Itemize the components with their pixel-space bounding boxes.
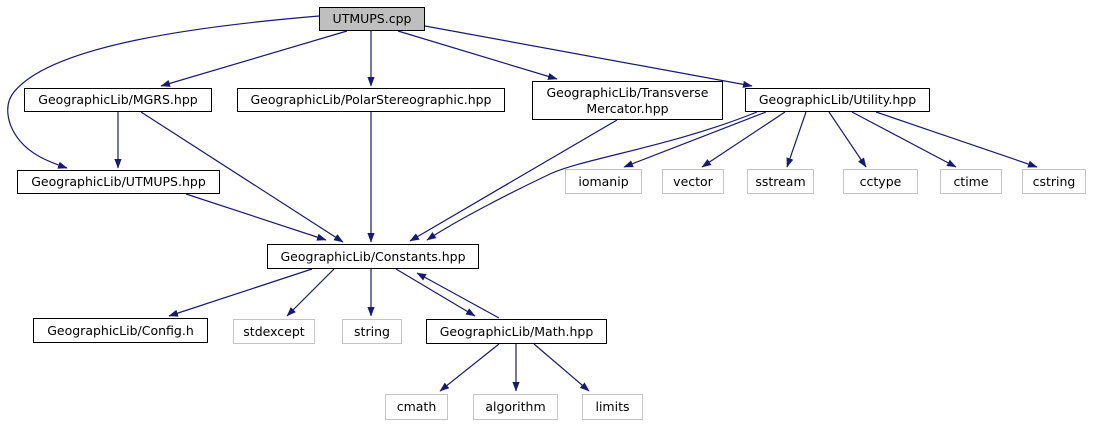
node-vector: vector xyxy=(662,169,724,194)
node-transversemercator-hpp[interactable]: GeographicLib/Transverse Mercator.hpp xyxy=(532,81,723,120)
node-cmath: cmath xyxy=(385,394,448,420)
node-config-h[interactable]: GeographicLib/Config.h xyxy=(33,318,208,343)
node-utility-hpp[interactable]: GeographicLib/Utility.hpp xyxy=(745,88,930,112)
node-mgrs-hpp[interactable]: GeographicLib/MGRS.hpp xyxy=(24,88,212,112)
node-string: string xyxy=(342,319,402,344)
node-cctype: cctype xyxy=(843,169,918,194)
edge-utility-ctime xyxy=(851,111,957,168)
node-cstring: cstring xyxy=(1022,169,1086,194)
edge-utmups_cpp-mgrs xyxy=(160,30,348,87)
edge-utility-cstring xyxy=(875,111,1038,168)
node-stdexcept: stdexcept xyxy=(233,319,315,344)
edge-math-limits xyxy=(533,343,590,392)
node-polarstereographic-hpp[interactable]: GeographicLib/PolarStereographic.hpp xyxy=(237,88,505,112)
node-math-hpp[interactable]: GeographicLib/Math.hpp xyxy=(426,319,607,344)
node-limits: limits xyxy=(582,394,643,420)
edge-utmups_cpp-tmercator xyxy=(397,30,558,80)
node-iomanip: iomanip xyxy=(565,169,642,194)
edge-constants-config xyxy=(168,268,313,317)
edge-constants-math xyxy=(395,268,476,317)
node-constants-hpp[interactable]: GeographicLib/Constants.hpp xyxy=(267,244,479,269)
edge-math-constants xyxy=(416,272,500,319)
node-utmups-cpp: UTMUPS.cpp xyxy=(319,7,425,31)
edge-utility-iomanip xyxy=(623,111,767,168)
edge-mgrs-constants xyxy=(140,111,344,243)
edge-math-cmath xyxy=(439,343,500,392)
edge-utility-vector xyxy=(701,111,786,168)
edge-utmups_cpp-utmups_hpp xyxy=(7,15,320,169)
edge-constants-stdexcept xyxy=(286,268,335,317)
edge-utmups_cpp-utility xyxy=(424,25,753,88)
edge-utility-sstream xyxy=(786,111,807,168)
node-utmups-hpp[interactable]: GeographicLib/UTMUPS.hpp xyxy=(17,170,220,194)
node-sstream: sstream xyxy=(747,169,814,194)
edge-utmups_hpp-constants xyxy=(185,193,327,241)
node-algorithm: algorithm xyxy=(473,394,558,420)
edge-utility-cctype xyxy=(828,111,867,168)
edge-tmercator-constants xyxy=(409,119,618,242)
node-ctime: ctime xyxy=(940,169,1002,194)
edge-utility-constants xyxy=(426,111,758,241)
